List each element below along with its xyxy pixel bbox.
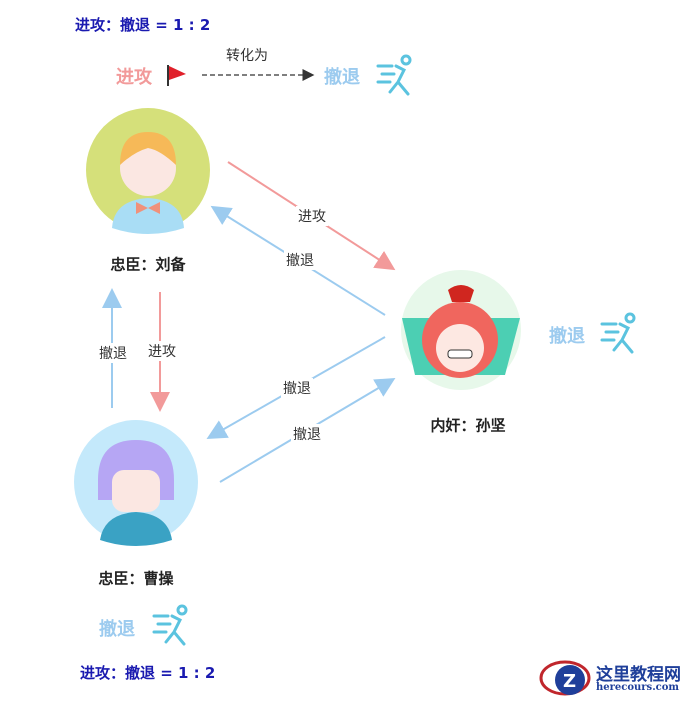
legend-retreat: 撤退 — [324, 67, 360, 88]
logo-icon: Z — [539, 660, 591, 696]
edge-label-retreat: 撤退 — [281, 378, 313, 398]
logo-url: herecours.com — [596, 682, 680, 693]
avatar-sunjian — [401, 270, 521, 390]
ratio-top: 进攻：撤退 = 1 : 2 — [75, 16, 211, 34]
legend-attack: 进攻 — [116, 67, 152, 88]
node-label-sunjian: 内奸：孙坚 — [430, 416, 506, 435]
flag-icon — [167, 65, 186, 86]
svg-text:Z: Z — [563, 671, 576, 692]
node-label-caocao: 忠臣：曹操 — [98, 569, 174, 588]
edge-label-retreat: 撤退 — [97, 343, 129, 363]
running-icon — [152, 54, 636, 646]
ratio-bottom: 进攻：撤退 = 1 : 2 — [80, 664, 216, 682]
avatar-caocao — [74, 420, 198, 546]
edge-label-retreat: 撤退 — [291, 424, 323, 444]
logo-title: 这里教程网 — [596, 665, 681, 685]
legend-convert: 转化为 — [224, 45, 270, 65]
badge-caocao-retreat: 撤退 — [99, 619, 135, 640]
edge-label-attack: 进攻 — [296, 206, 328, 226]
node-label-liubei: 忠臣：刘备 — [110, 255, 186, 274]
avatar-liubei — [86, 108, 210, 234]
edge-label-attack: 进攻 — [146, 341, 178, 361]
edge-label-retreat: 撤退 — [284, 250, 316, 270]
badge-sunjian-retreat: 撤退 — [549, 326, 585, 347]
